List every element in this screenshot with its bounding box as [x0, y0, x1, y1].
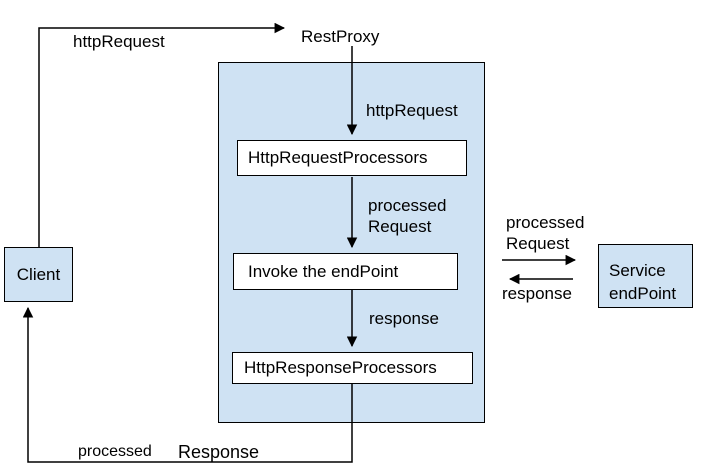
edge-label-processed-request-right: processed Request — [506, 213, 585, 253]
edge-label-response-inner: response — [369, 309, 439, 328]
http-response-processors-node: HttpResponseProcessors — [232, 352, 473, 384]
edge-label-response-right: response — [502, 284, 572, 303]
client-node-label: Client — [16, 264, 61, 284]
edge-label-httprequest-top: httpRequest — [73, 32, 165, 51]
http-request-processors-label: HttpRequestProcessors — [248, 148, 428, 167]
edge-label-httprequest-inner: httpRequest — [366, 101, 458, 120]
service-endpoint-node: Service endPoint — [598, 244, 693, 308]
edge-label-processed-bottom: processed — [78, 443, 152, 460]
http-response-processors-label: HttpResponseProcessors — [244, 358, 437, 377]
edge-client-to-restproxy — [38, 22, 286, 247]
edge-label-response-bottom: Response — [178, 442, 260, 462]
http-request-processors-node: HttpRequestProcessors — [237, 140, 467, 176]
edge-responseprocessors-to-client — [22, 306, 353, 463]
invoke-endpoint-node: Invoke the endPoint — [233, 253, 458, 290]
client-node: Client — [4, 247, 73, 302]
restproxy-label: RestProxy — [301, 27, 380, 46]
edge-label-processed-request-inner: processed Request — [368, 196, 447, 236]
invoke-endpoint-label: Invoke the endPoint — [248, 261, 399, 281]
